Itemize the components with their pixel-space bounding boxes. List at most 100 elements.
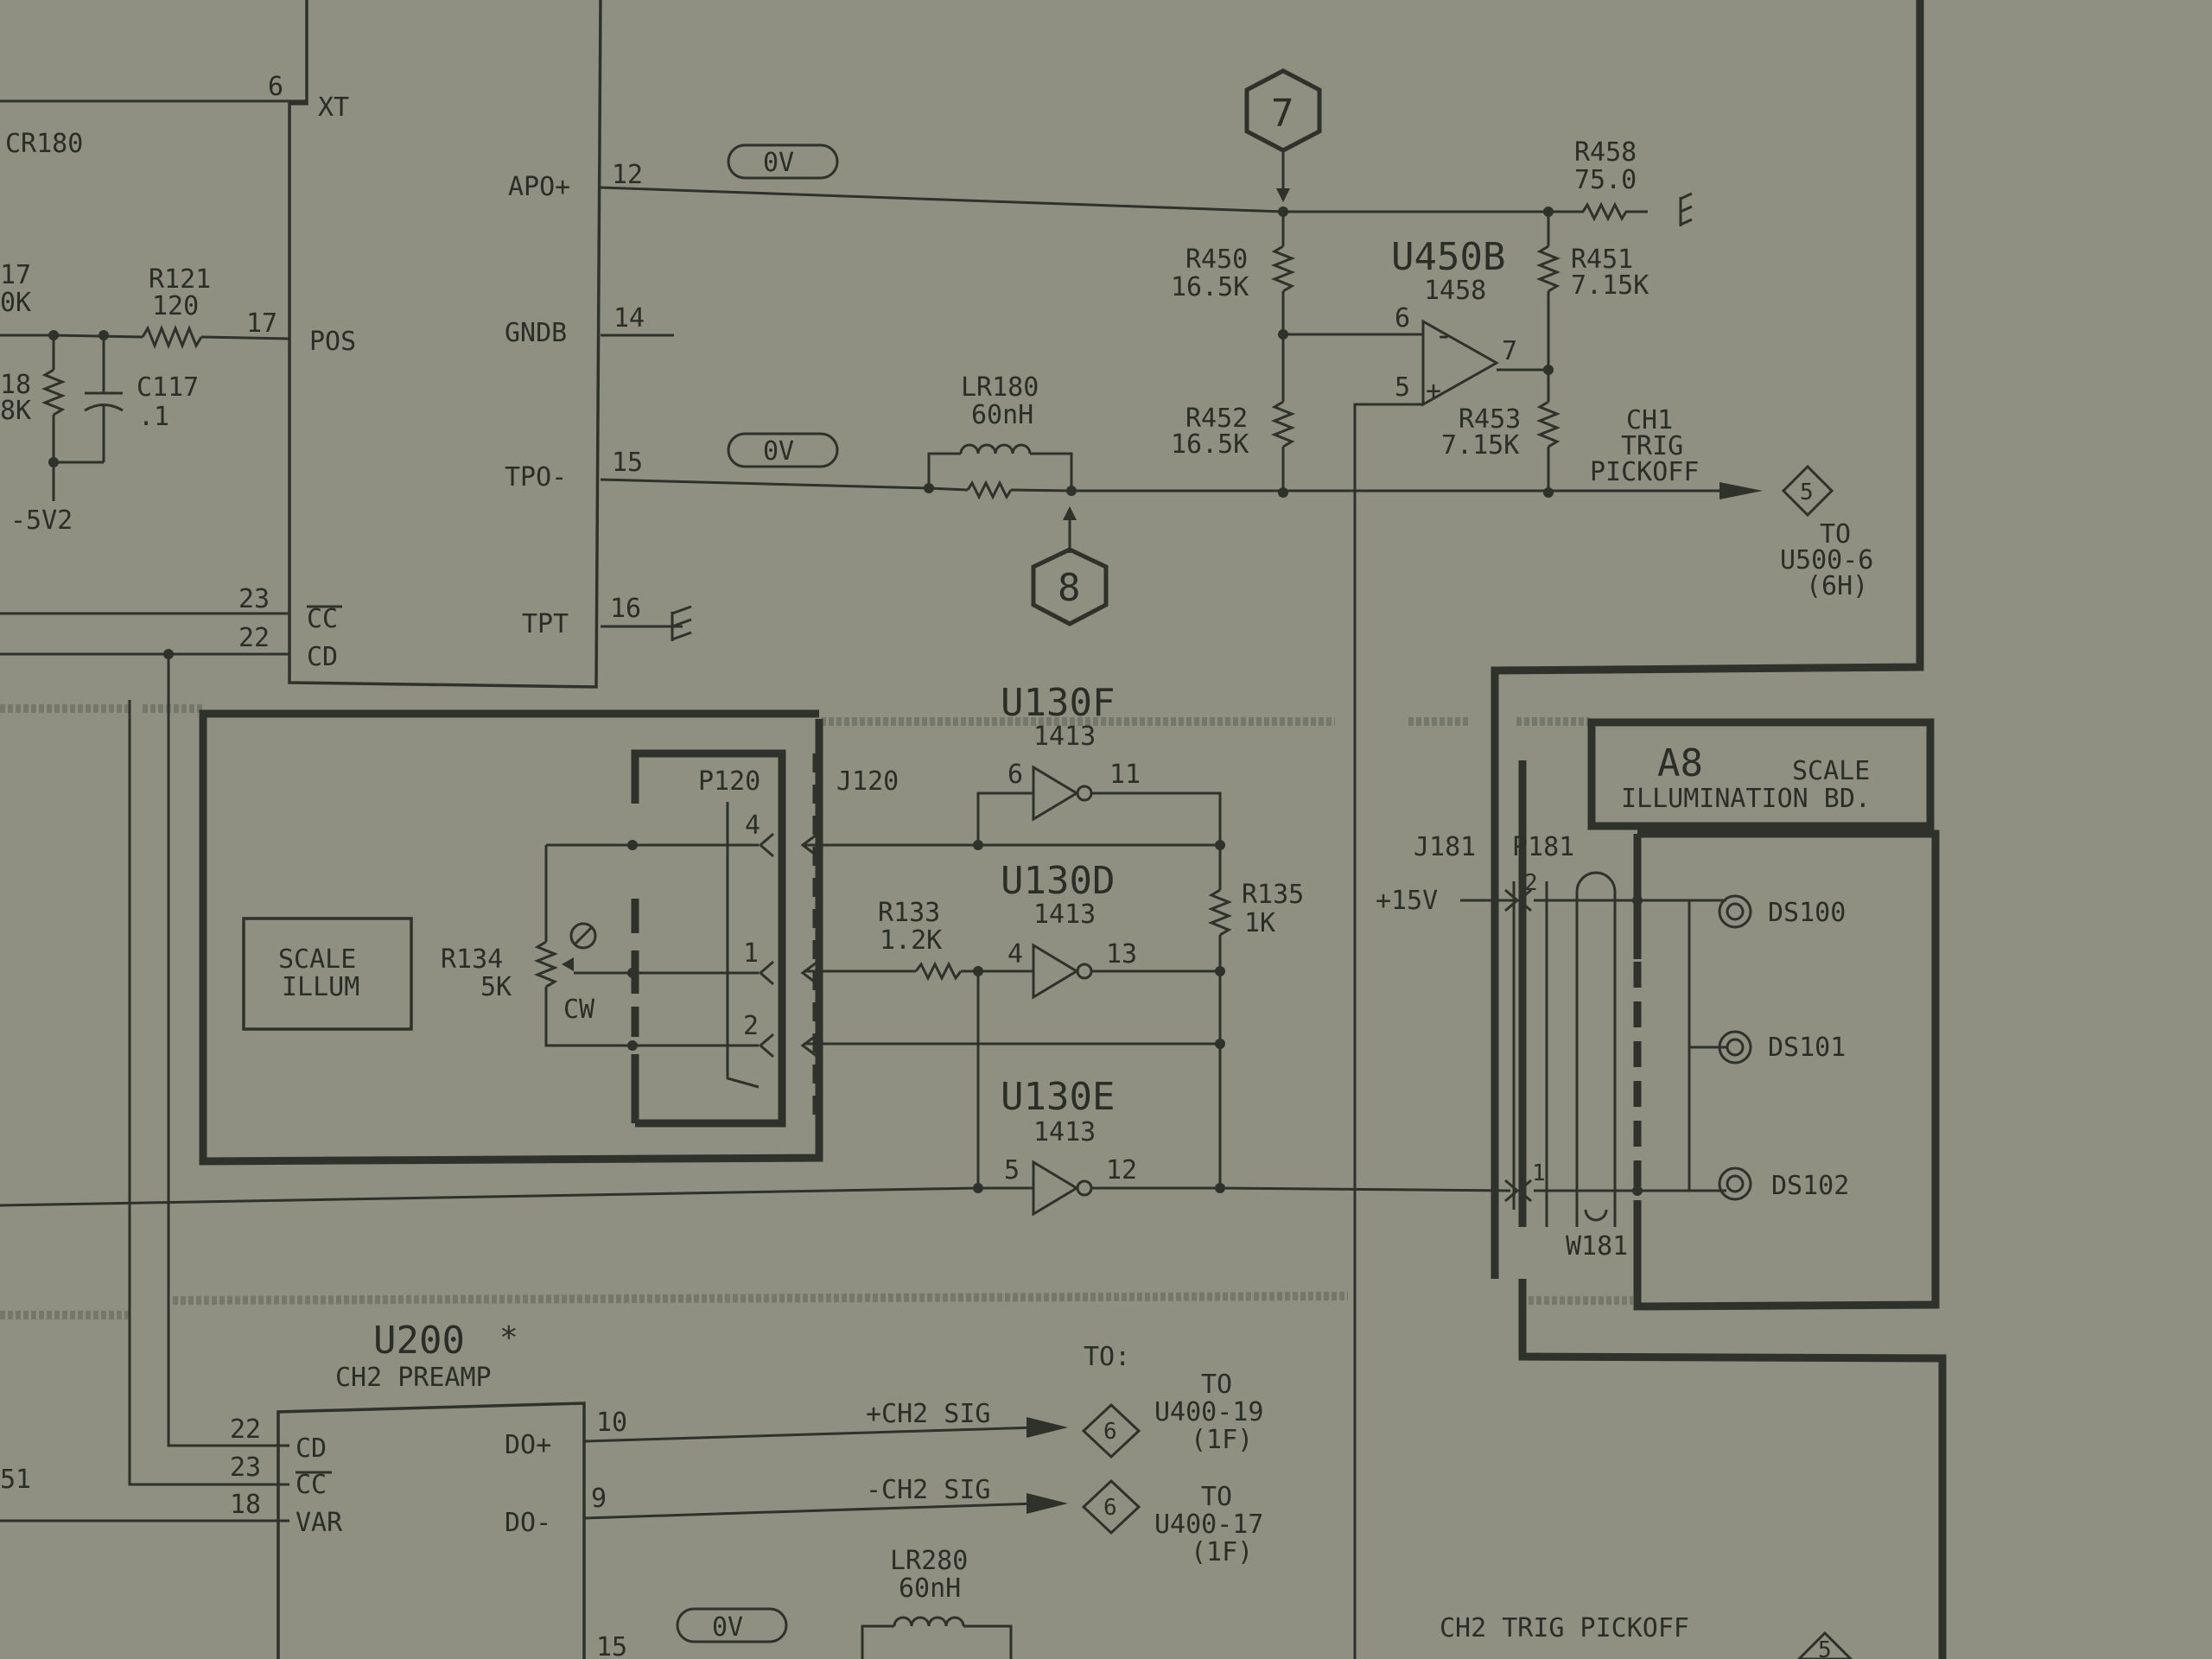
u130f-label: U130F <box>1001 681 1115 725</box>
pin-gndb-number: 14 <box>613 303 645 334</box>
to-b-line-1: TO <box>1201 1482 1232 1512</box>
board-outlines <box>1491 0 1947 1659</box>
r453-label: R453 <box>1459 404 1521 435</box>
resistor-fragment-4: 8K <box>0 396 31 426</box>
r458-label: R458 <box>1574 137 1637 168</box>
u200-pin-cd-number: 22 <box>230 1414 261 1445</box>
tpt-label: TPT <box>522 609 569 639</box>
lr180-label: LR180 <box>961 372 1039 403</box>
to-coord-label: (6H) <box>1806 571 1868 601</box>
test-point-8-number: 8 <box>1058 566 1081 610</box>
u200-var-label: VAR <box>296 1508 343 1538</box>
resistor-fragment-3: 18 <box>0 370 31 400</box>
u450b-label: U450B <box>1391 235 1505 279</box>
opamp-minus: - <box>1434 318 1453 353</box>
p181-pin-2: 2 <box>1524 870 1538 896</box>
offpage-5-number: 5 <box>1800 480 1814 505</box>
to-u500-label: U500-6 <box>1780 545 1873 575</box>
test-point-7-number: 7 <box>1271 92 1294 136</box>
w181-label: W181 <box>1566 1231 1628 1262</box>
to-header: TO: <box>1084 1342 1130 1372</box>
u130d-pin-in: 4 <box>1007 939 1023 969</box>
u200-pin-dom: 9 <box>591 1484 607 1514</box>
r453-value: 7.15K <box>1441 430 1519 461</box>
pin-tpt-number: 16 <box>610 594 641 624</box>
to-b-line-2: U400-17 <box>1154 1510 1263 1540</box>
r121-label: R121 <box>149 264 211 295</box>
u450b-type: 1458 <box>1424 276 1486 306</box>
u180-block: 6 XT CR180 APO+ 12 GNDB 14 POS 17 TPO- 1… <box>0 0 692 689</box>
j181-label: J181 <box>1414 832 1476 862</box>
r121-value: 120 <box>152 291 199 321</box>
u200-desc: CH2 PREAMP <box>335 1363 492 1393</box>
u130e-type: 1413 <box>1033 1117 1096 1147</box>
to-a-line-2: U400-19 <box>1154 1397 1263 1427</box>
to-a-line-1: TO <box>1201 1370 1232 1400</box>
scale-illum-section: SCALE ILLUM R134 5K CW P120 J120 4 1 <box>0 681 1511 1217</box>
c117-value: .1 <box>138 402 169 432</box>
apo-label: APO+ <box>508 172 570 202</box>
u130f-pin-out: 11 <box>1109 760 1141 790</box>
r451-label: R451 <box>1571 245 1633 275</box>
trigger-pickoff-circuit: 0V 0V 7 R450 16.5K R452 16.5K - + 6 5 7 … <box>600 68 1873 1659</box>
cr180-label: CR180 <box>5 129 83 159</box>
p181-pin-1: 1 <box>1532 1160 1546 1186</box>
r135-label: R135 <box>1242 880 1304 910</box>
pin-cd-number: 22 <box>238 623 270 653</box>
pickoff-label-1: CH1 <box>1626 405 1673 435</box>
tpo-label: TPO- <box>505 462 567 493</box>
pos-label: POS <box>309 327 356 357</box>
r458-value: 75.0 <box>1574 165 1637 195</box>
lr280-label: LR280 <box>890 1546 968 1576</box>
xt-label: XT <box>318 92 349 123</box>
opamp-pin-6: 6 <box>1395 303 1410 334</box>
j120-label: J120 <box>836 766 899 797</box>
to-a-line-3: (1F) <box>1191 1425 1253 1455</box>
ds102-label: DS102 <box>1771 1171 1849 1201</box>
a8-subtitle-2: ILLUMINATION BD. <box>1621 784 1871 814</box>
cd-label: CD <box>307 642 338 672</box>
a8-board: A8 SCALE ILLUMINATION BD. J181 P181 +15V… <box>1376 718 1940 1311</box>
pin-apo-number: 12 <box>612 160 643 190</box>
to-label: TO <box>1820 519 1851 550</box>
r450-label: R450 <box>1185 245 1248 275</box>
minus-ch2-sig-label: -CH2 SIG <box>866 1475 991 1505</box>
apo-voltage: 0V <box>763 148 794 178</box>
to-b-line-3: (1F) <box>1191 1537 1253 1567</box>
r452-label: R452 <box>1185 404 1248 434</box>
offpage-6b-number: 6 <box>1103 1495 1117 1521</box>
u200-pin-15: 15 <box>596 1632 627 1659</box>
r452-value: 16.5K <box>1171 429 1249 460</box>
minus-5v2-label: -5V2 <box>10 505 73 536</box>
u200-voltage: 0V <box>712 1612 743 1643</box>
pin-tpo-number: 15 <box>612 448 643 478</box>
u200-dop-label: DO+ <box>505 1430 551 1460</box>
r133-label: R133 <box>878 898 940 928</box>
u130e-pin-out: 12 <box>1106 1155 1137 1185</box>
u200-block: U200 * CH2 PREAMP 22 23 18 CD CC VAR DO+… <box>0 1319 1853 1659</box>
p120-pin-2: 2 <box>743 1011 759 1041</box>
tpo-voltage: 0V <box>763 436 794 467</box>
u130f-pin-in: 6 <box>1007 760 1023 790</box>
p120-pin-4: 4 <box>745 810 760 841</box>
r133-value: 1.2K <box>880 925 942 956</box>
r450-value: 16.5K <box>1171 272 1249 302</box>
u130e-label: U130E <box>1001 1075 1115 1119</box>
left-bus-lines <box>0 649 289 1522</box>
gndb-label: GNDB <box>505 318 567 348</box>
u130e-pin-in: 5 <box>1004 1155 1020 1185</box>
lr280-value: 60nH <box>899 1573 961 1604</box>
pickoff-label-3: PICKOFF <box>1590 457 1699 487</box>
plus-ch2-sig-label: +CH2 SIG <box>866 1399 991 1429</box>
left-fragment-51: 51 <box>0 1465 31 1495</box>
scale-illum-label-1: SCALE <box>278 944 356 975</box>
r135-value: 1K <box>1244 908 1275 938</box>
r134-label: R134 <box>441 944 503 975</box>
u200-star: * <box>499 1320 518 1356</box>
resistor-fragment-2: 0K <box>0 288 31 318</box>
plus-15v-label: +15V <box>1376 886 1438 916</box>
u200-pin-cc-number: 23 <box>230 1452 261 1483</box>
u200-pin-var-number: 18 <box>230 1490 261 1520</box>
pin-xt-number: 6 <box>268 72 283 102</box>
